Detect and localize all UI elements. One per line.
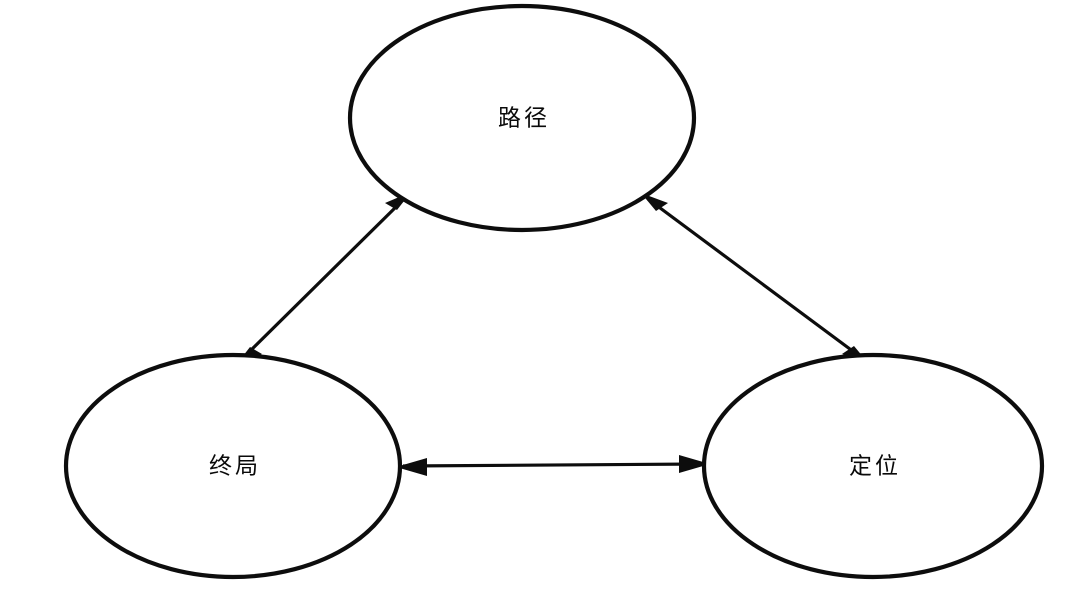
edge-endgame-positioning-arrowhead-left xyxy=(396,458,427,476)
node-positioning[interactable]: 定位 xyxy=(701,352,1045,580)
edge-path-positioning xyxy=(641,193,869,364)
edge-endgame-path-line xyxy=(241,197,406,360)
edge-path-positioning-arrowhead-start xyxy=(641,193,668,211)
node-endgame-label: 终局 xyxy=(209,453,261,478)
edge-endgame-positioning-arrowhead-right xyxy=(679,455,710,473)
node-path[interactable]: 路径 xyxy=(347,3,697,233)
node-endgame-ellipse[interactable] xyxy=(63,352,403,580)
edge-endgame-positioning xyxy=(396,455,710,476)
node-path-ellipse[interactable] xyxy=(347,3,697,233)
node-positioning-label: 定位 xyxy=(849,453,901,478)
edge-endgame-positioning-line xyxy=(402,462,704,468)
edge-path-positioning-line xyxy=(647,197,863,360)
edge-endgame-path xyxy=(236,192,411,365)
node-positioning-ellipse[interactable] xyxy=(701,352,1045,580)
node-endgame[interactable]: 终局 xyxy=(63,352,403,580)
node-path-label: 路径 xyxy=(498,105,550,130)
